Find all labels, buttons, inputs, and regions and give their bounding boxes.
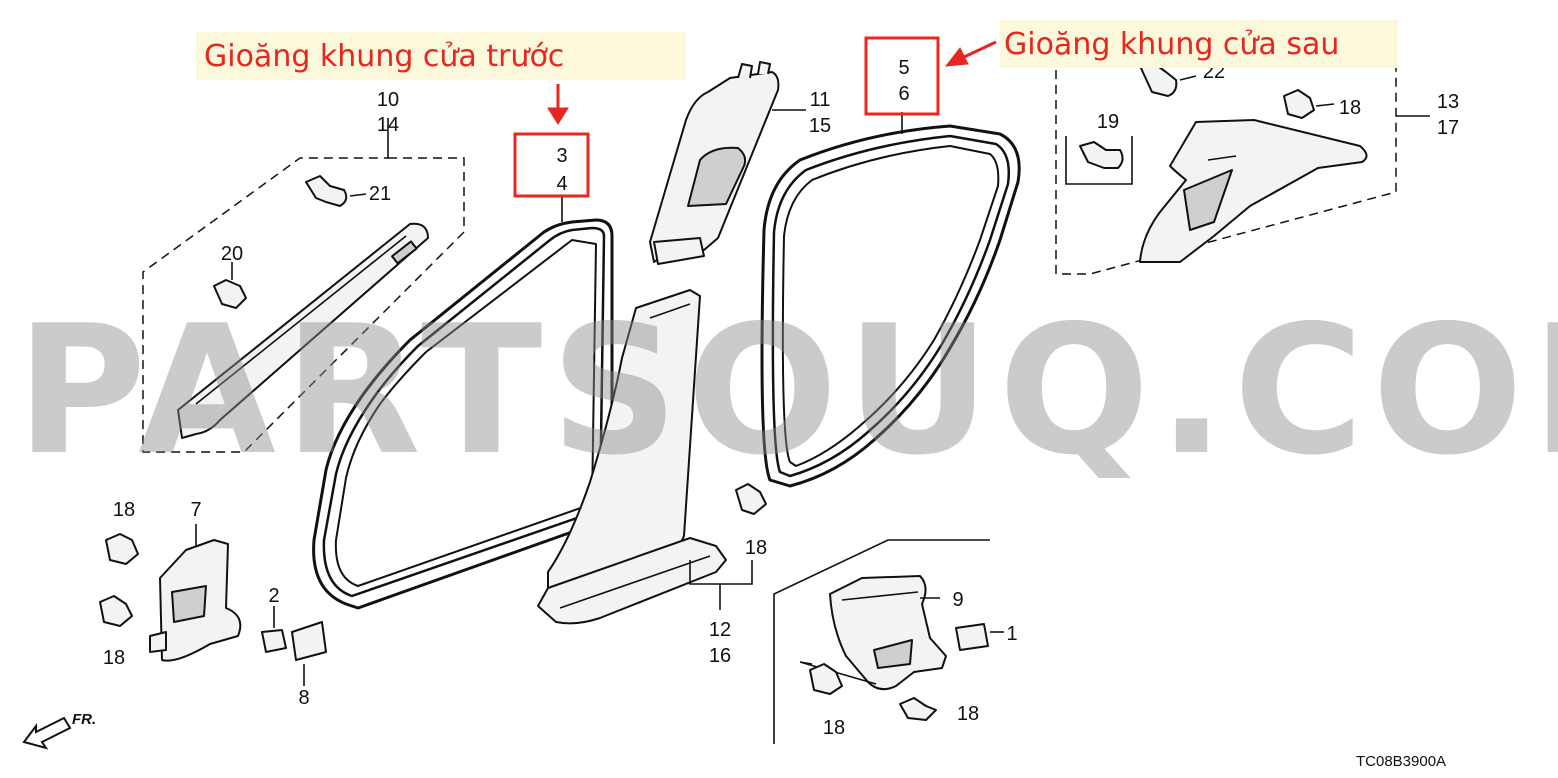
rear-seal-callout-text: Gioăng khung cửa sau — [1004, 27, 1339, 62]
cover-8 — [291, 621, 327, 686]
part-number-10: 10 — [377, 89, 399, 111]
part-number-21: 21 — [369, 183, 391, 205]
part-number-18-left-bottom: 18 — [103, 647, 125, 669]
part-number-18-mid: 18 — [745, 537, 767, 559]
diagram-code: TC08B3900A — [1356, 753, 1446, 770]
clip-18-bottom-right-icon — [899, 697, 937, 721]
a-pillar-group — [142, 118, 465, 453]
rear-seal-callout: Gioăng khung cửa sau — [864, 20, 1398, 116]
part-number-15: 15 — [809, 115, 831, 137]
part-number-5: 5 — [898, 57, 909, 79]
clip-19-icon — [1079, 141, 1124, 169]
part-number-2: 2 — [268, 585, 279, 607]
clip-18-mid-icon — [735, 483, 767, 515]
front-seal-callout: Gioăng khung cửa trước — [196, 32, 686, 198]
front-seal-highlight-box — [513, 132, 590, 198]
rear-seal-highlight-box — [864, 36, 940, 116]
part-number-8: 8 — [298, 687, 309, 709]
clip-18-left-bottom-icon — [99, 595, 133, 627]
rear-door-seal — [760, 112, 1021, 488]
part-number-14: 14 — [377, 114, 399, 136]
part-number-20: 20 — [221, 243, 243, 265]
part-number-12: 12 — [709, 619, 731, 641]
front-direction-label: FR. — [72, 711, 96, 728]
part-number-17: 17 — [1437, 117, 1459, 139]
part-number-1: 1 — [1006, 623, 1017, 645]
b-pillar-lower-trim — [537, 289, 753, 625]
part-number-13: 13 — [1437, 91, 1459, 113]
front-direction-arrow-icon — [22, 716, 72, 750]
clip-21-icon — [305, 175, 367, 207]
clip-20-icon — [213, 262, 247, 309]
clip-18-top-icon — [1283, 89, 1335, 119]
pad-2 — [261, 606, 287, 653]
rear-quarter-group — [1055, 40, 1430, 275]
part-number-4: 4 — [556, 173, 567, 195]
part-number-18-bottom-right: 18 — [957, 703, 979, 725]
clip-18-left-top-icon — [105, 533, 139, 565]
part-number-7: 7 — [190, 499, 201, 521]
front-seal-callout-text: Gioăng khung cửa trước — [204, 39, 564, 74]
part-number-18-bottom-left: 18 — [823, 717, 845, 739]
b-pillar-upper-trim — [649, 61, 806, 265]
rear-kick-panel-group — [773, 539, 1004, 744]
part-number-19: 19 — [1097, 111, 1119, 133]
part-number-18-left-top: 18 — [113, 499, 135, 521]
part-number-9: 9 — [952, 589, 963, 611]
clip-22-icon — [1139, 61, 1197, 97]
part-number-16: 16 — [709, 645, 731, 667]
clip-18-bottom-left-icon — [809, 663, 843, 695]
part-number-3: 3 — [556, 145, 567, 167]
part-number-18-top: 18 — [1339, 97, 1361, 119]
part-number-6: 6 — [898, 83, 909, 105]
watermark: PARTSOUQ.COM — [16, 287, 1558, 494]
kick-panel-left — [99, 524, 242, 662]
part-number-11: 11 — [810, 89, 831, 111]
